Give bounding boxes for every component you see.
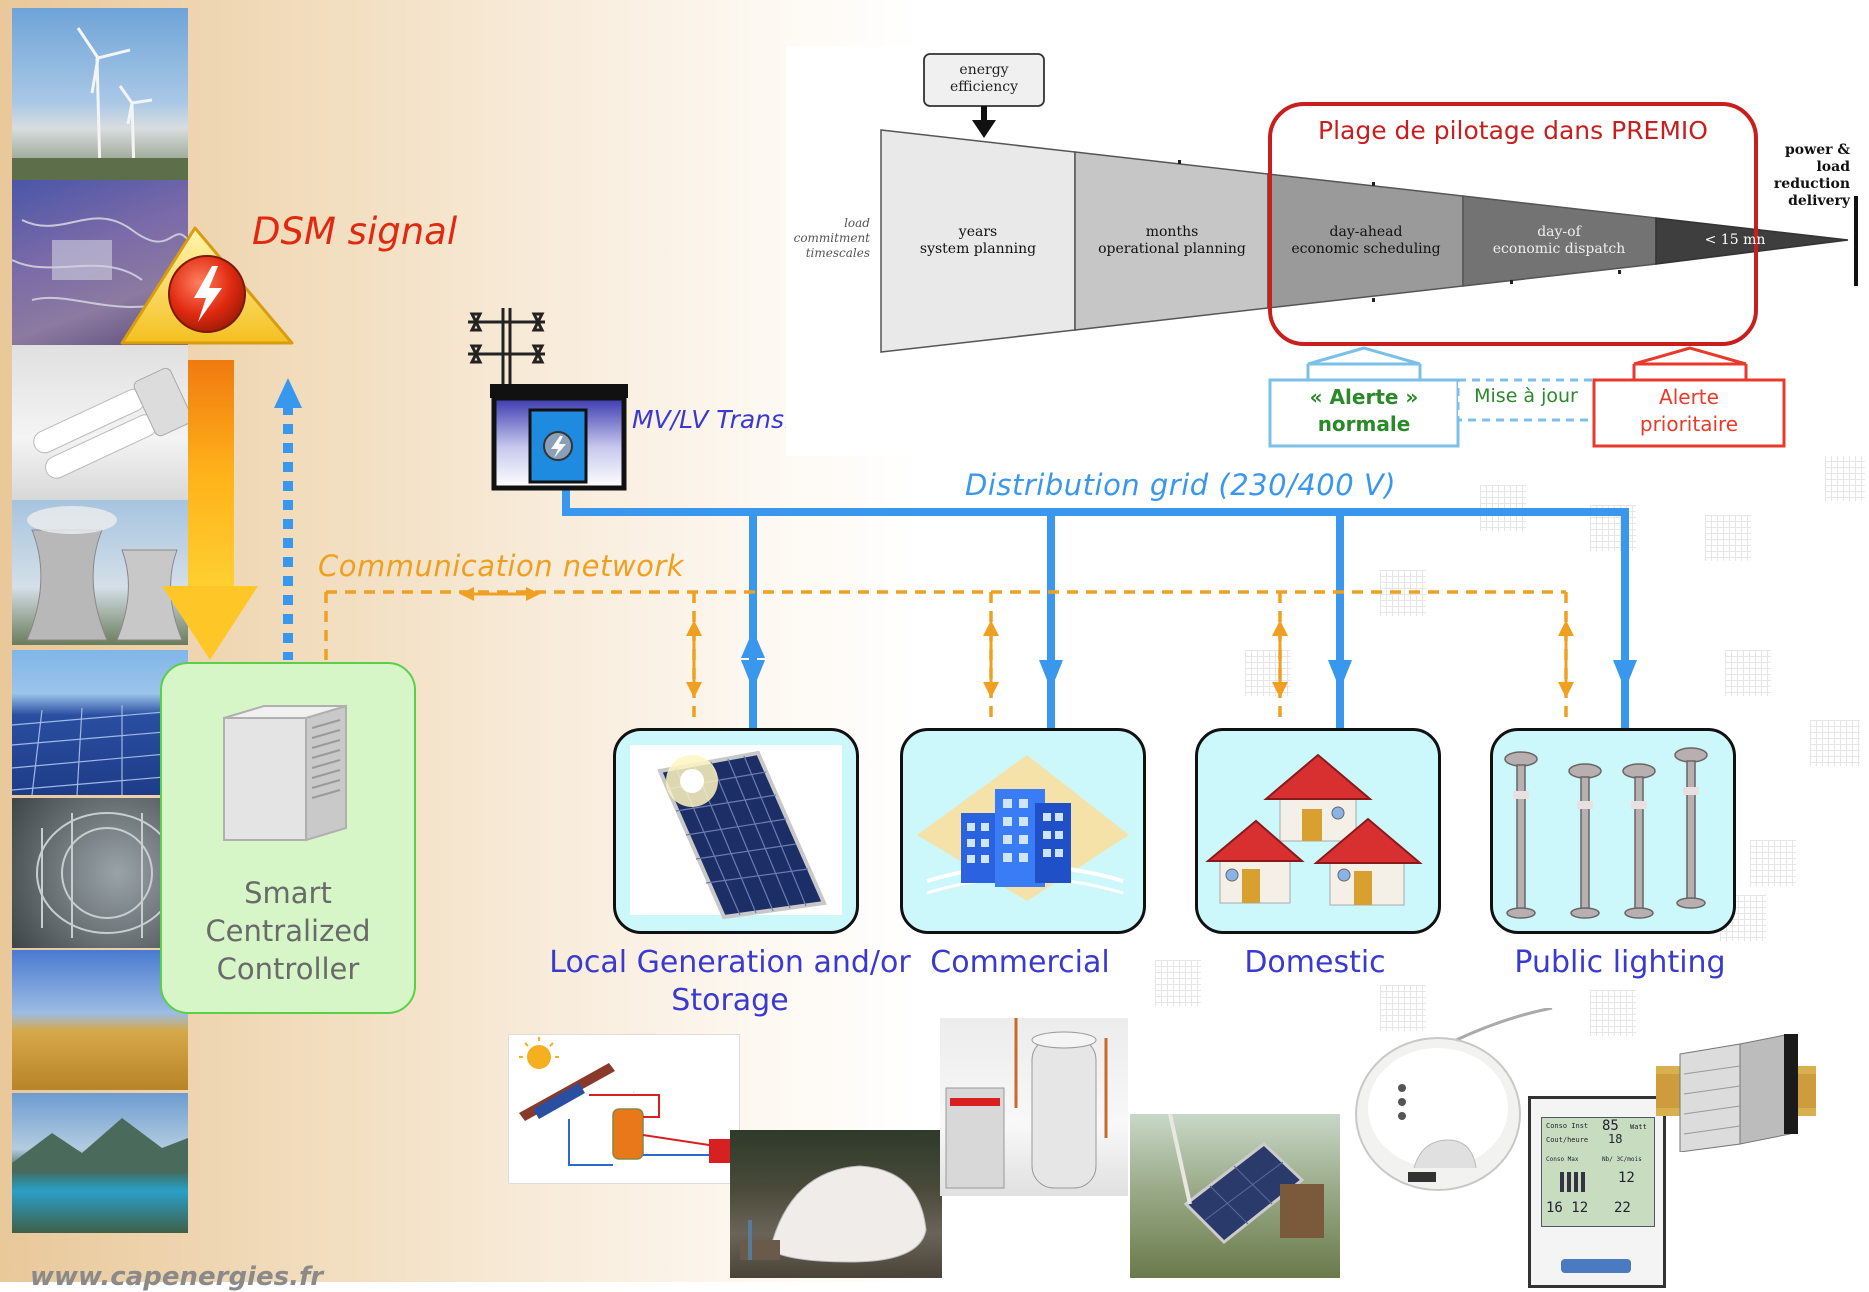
distribution-arrowheads bbox=[741, 630, 1637, 690]
photo-solar-farm bbox=[12, 650, 188, 795]
photo-wind-turbines bbox=[12, 8, 188, 180]
power-load-reduction-label: power & load reduction delivery bbox=[1773, 142, 1850, 209]
controller-feedback-arrow bbox=[274, 378, 302, 660]
background-grid-tile bbox=[1590, 990, 1636, 1036]
energy-display-screen: Conso Inst 85 Watt Cout/heure 18 Conso M… bbox=[1541, 1117, 1655, 1227]
commercial-buildings-icon bbox=[917, 755, 1129, 901]
background-grid-tile bbox=[1705, 515, 1751, 561]
svg-text:.: . bbox=[633, 1089, 635, 1095]
label-domestic: Domestic bbox=[1244, 945, 1386, 980]
photo-cooling-towers bbox=[12, 500, 188, 645]
solar-panel-icon bbox=[630, 745, 842, 920]
controller-label: Smart Centralized Controller bbox=[205, 876, 371, 986]
house bbox=[1263, 753, 1373, 842]
dsm-warning-icon bbox=[120, 226, 294, 345]
dsm-signal-label: DSM signal bbox=[252, 210, 458, 253]
communication-double-arrows bbox=[460, 587, 1574, 698]
background-grid-tile bbox=[1825, 455, 1865, 501]
card-commercial bbox=[900, 728, 1146, 934]
photo-biogas-dome bbox=[730, 1130, 942, 1278]
premio-title: Plage de pilotage dans PREMIO bbox=[1318, 116, 1708, 145]
distribution-grid-lines bbox=[562, 484, 1629, 732]
server-tower-icon bbox=[223, 704, 347, 842]
segment-years-label: years system planning bbox=[919, 224, 1037, 257]
card-public-lighting bbox=[1490, 728, 1736, 934]
transformer-pylon-icon bbox=[468, 308, 545, 385]
dsm-down-arrow bbox=[162, 360, 258, 660]
segment-under-15mn bbox=[1655, 217, 1849, 265]
premio-frame bbox=[1268, 102, 1758, 346]
background-grid-tile bbox=[1155, 960, 1201, 1006]
alerte-prioritaire-box bbox=[1592, 378, 1786, 448]
photo-lake-mountains bbox=[12, 1093, 188, 1233]
segment-day-ahead-label: day-ahead economic scheduling bbox=[1291, 224, 1441, 257]
label-public-lighting: Public lighting bbox=[1514, 945, 1726, 980]
alerte-prioritaire-label: Alerte prioritaire bbox=[1639, 385, 1739, 436]
segment-day-of-label: day-of economic dispatch bbox=[1492, 224, 1626, 257]
background-grid-tile bbox=[1725, 650, 1771, 696]
photo-small-solar-panel bbox=[1130, 1114, 1340, 1278]
card-local-generation bbox=[613, 728, 859, 934]
photo-solar-water-heater-diagram: . bbox=[508, 1034, 740, 1184]
segment-months-label: months operational planning bbox=[1098, 224, 1246, 257]
display-base bbox=[1561, 1259, 1631, 1273]
houses-icon bbox=[1205, 753, 1423, 906]
photo-smart-meter-hub bbox=[1352, 1008, 1560, 1196]
photo-insulation-wall bbox=[1656, 1034, 1816, 1152]
alerte-normale-arrow bbox=[1307, 346, 1421, 366]
background-grid-tile bbox=[1750, 840, 1796, 886]
street-lamps-icon bbox=[1504, 747, 1708, 919]
bar-graph-icon bbox=[1560, 1172, 1586, 1192]
photo-wheat-field bbox=[12, 950, 188, 1090]
distribution-grid-label: Distribution grid (230/400 V) bbox=[965, 468, 1397, 502]
label-local-generation: Local Generation and/or Storage bbox=[549, 945, 911, 1018]
background-grid-tile bbox=[1380, 985, 1426, 1031]
segment-under-15mn-label: < 15 mn bbox=[1704, 232, 1766, 248]
alerte-prioritaire-arrow bbox=[1633, 346, 1747, 366]
background-grid-tile bbox=[1810, 720, 1860, 766]
label-commercial: Commercial bbox=[930, 945, 1110, 980]
mise-a-jour-label: Mise à jour bbox=[1474, 385, 1578, 407]
communication-network-label: Communication network bbox=[318, 549, 685, 583]
card-domestic bbox=[1195, 728, 1441, 934]
photo-energy-display: Conso Inst 85 Watt Cout/heure 18 Conso M… bbox=[1528, 1096, 1666, 1288]
smart-controller-box: Smart Centralized Controller bbox=[160, 662, 416, 1014]
photo-boiler-tanks bbox=[940, 1018, 1128, 1196]
load-commitment-label: load commitment timescales bbox=[793, 216, 870, 260]
energy-efficiency-label: energy efficiency bbox=[949, 62, 1019, 95]
photo-cfl-bulb bbox=[12, 345, 188, 500]
photo-reactor-structure bbox=[12, 798, 188, 948]
transformer-icon bbox=[490, 384, 628, 491]
alerte-normale-label: « Alerte » normale bbox=[1309, 385, 1419, 436]
